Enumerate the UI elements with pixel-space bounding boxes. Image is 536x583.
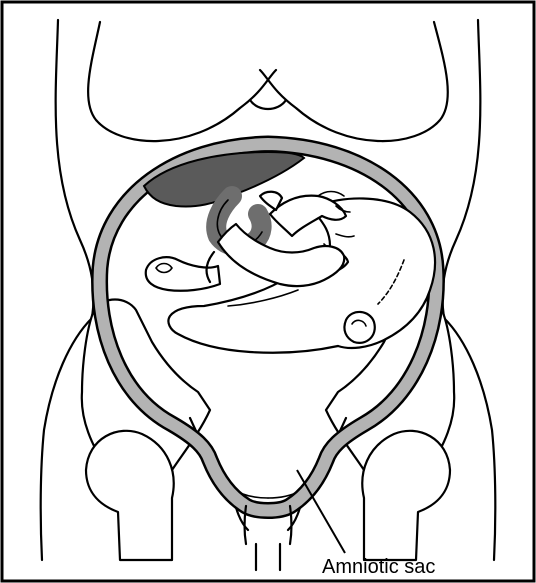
left-femur-head	[86, 431, 174, 560]
amniotic-sac-label: Amniotic sac	[322, 556, 435, 578]
right-femur-head	[362, 431, 450, 560]
fetal-ear	[344, 312, 374, 343]
fetus	[146, 192, 435, 353]
